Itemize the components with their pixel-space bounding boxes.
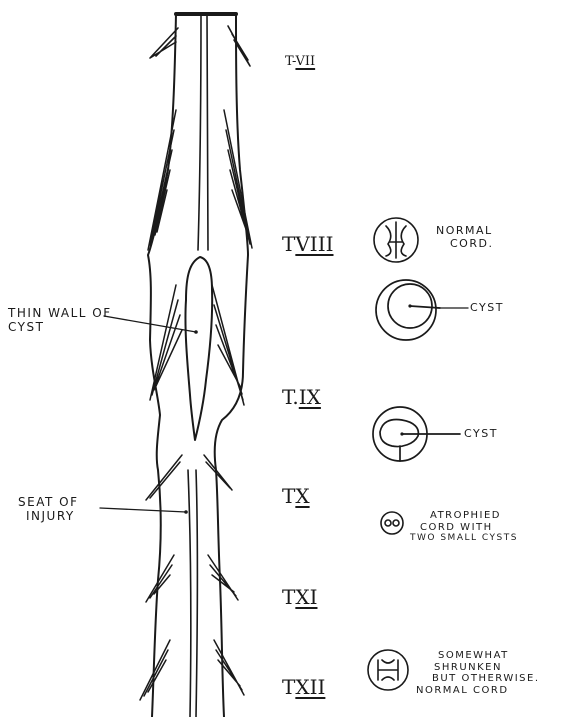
seat-label-line2: INJURY bbox=[26, 510, 78, 524]
atrophied-line2: CORD WITH bbox=[420, 522, 518, 534]
thin-wall-label-line1: THIN WALL OF bbox=[8, 307, 112, 321]
segment-number: X bbox=[295, 484, 309, 508]
atrophied-cord-label: ATROPHIED CORD WITH TWO SMALL CYSTS bbox=[420, 510, 518, 543]
root-t10-right bbox=[204, 455, 232, 490]
segment-prefix: T bbox=[282, 484, 295, 508]
shrunken-section bbox=[368, 650, 408, 690]
root-t12-right bbox=[214, 640, 244, 695]
central-fissure bbox=[188, 14, 208, 717]
shrunken-line4: NORMAL CORD bbox=[416, 685, 540, 697]
root-t9-right bbox=[212, 285, 244, 405]
seat-injury-point bbox=[184, 510, 188, 514]
atrophied-section bbox=[381, 512, 403, 534]
shrunken-line3: BUT OTHERWISE. bbox=[432, 673, 540, 685]
segment-prefix: T bbox=[282, 232, 295, 256]
cyst-a-text: CYST bbox=[470, 301, 504, 314]
cyst-b-text: CYST bbox=[464, 427, 498, 440]
seat-of-injury-label: SEAT OF INJURY bbox=[18, 496, 78, 524]
root-t8-left bbox=[148, 110, 176, 250]
segment-label-t7: T-VII bbox=[285, 55, 315, 70]
shrunken-cord-label: SOMEWHAT SHRUNKEN BUT OTHERWISE. NORMAL … bbox=[420, 650, 540, 696]
segment-number: IX bbox=[299, 385, 321, 409]
segment-number: VII bbox=[295, 54, 315, 69]
segment-number: XI bbox=[295, 585, 317, 609]
root-t7-left bbox=[150, 28, 178, 58]
normal-cord-label: NORMAL CORD. bbox=[436, 225, 493, 250]
root-t10-left bbox=[146, 455, 182, 500]
normal-cord-line1: NORMAL bbox=[436, 225, 493, 238]
seat-label-line1: SEAT OF bbox=[18, 496, 78, 510]
root-t11-right bbox=[208, 555, 238, 600]
seat-injury-pointer bbox=[100, 508, 186, 512]
root-t7-right bbox=[228, 26, 250, 66]
cyst-section-a bbox=[376, 280, 440, 340]
segment-prefix: T- bbox=[285, 54, 295, 69]
cyst-section-b bbox=[373, 407, 460, 461]
shrunken-line2: SHRUNKEN bbox=[434, 662, 540, 674]
thin-wall-label-line2: CYST bbox=[8, 321, 112, 335]
segment-label-t9: T.IX bbox=[282, 386, 321, 409]
normal-cord-line2: CORD. bbox=[450, 238, 493, 251]
segment-number: XII bbox=[295, 675, 325, 699]
segment-prefix: T bbox=[282, 585, 295, 609]
segment-number: VIII bbox=[295, 232, 333, 256]
cyst-label-a: CYST bbox=[470, 302, 504, 315]
segment-prefix: T. bbox=[282, 385, 299, 409]
thin-wall-point bbox=[194, 330, 198, 334]
atrophied-line1: ATROPHIED bbox=[430, 510, 518, 522]
atrophied-line3: TWO SMALL CYSTS bbox=[410, 533, 518, 543]
segment-prefix: T bbox=[282, 675, 295, 699]
cyst-outline bbox=[185, 257, 212, 440]
segment-label-t8: TVIII bbox=[282, 233, 334, 256]
normal-cord-section bbox=[374, 218, 418, 262]
cyst-label-b: CYST bbox=[464, 428, 498, 441]
segment-label-t12: TXII bbox=[282, 676, 325, 699]
segment-label-t11: TXI bbox=[282, 586, 317, 609]
root-t9-left bbox=[150, 285, 182, 400]
thin-wall-label: THIN WALL OF CYST bbox=[8, 307, 112, 335]
segment-label-t10: TX bbox=[282, 485, 310, 508]
shrunken-line1: SOMEWHAT bbox=[438, 650, 540, 662]
